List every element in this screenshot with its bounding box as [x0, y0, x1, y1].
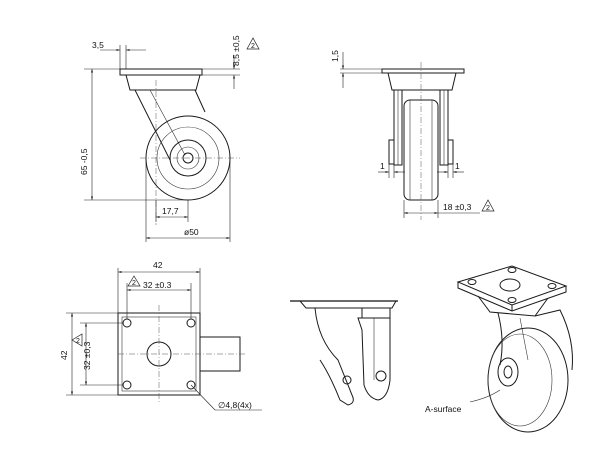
- fork-detail-view: [290, 300, 398, 406]
- isometric-view: A-surface: [425, 265, 573, 433]
- mount-plate-front: [381, 68, 465, 74]
- dim-swivel-offset: 17,7: [162, 206, 179, 216]
- revision-number: 2: [486, 205, 490, 212]
- plate-view: 42 2 32 ±0.3 42 32 ±0,3 2 ∅4,8(4x): [59, 260, 262, 411]
- revision-triangle: [246, 37, 260, 50]
- iso-hub: [497, 357, 519, 387]
- dim-hole-diameter: ∅4,8(4x): [218, 400, 252, 410]
- revision-triangle: [71, 333, 83, 347]
- iso-mount-plate: [456, 265, 568, 306]
- revision-number: 2: [251, 43, 255, 50]
- side-view: 3,5 8,5 ±0,5 2 65 -0,5 17,7 ø50: [79, 35, 260, 242]
- dim-plate-width: 42: [153, 260, 163, 270]
- dim-left-clearance: 1: [380, 161, 385, 171]
- dim-hole-spacing-w: 32 ±0.3: [143, 280, 172, 290]
- axle-hole: [375, 370, 387, 382]
- revision-triangle: [127, 275, 141, 287]
- revision-number: 2: [76, 338, 80, 345]
- revision-triangle: [481, 199, 495, 212]
- mount-hole: [122, 380, 132, 390]
- revision-number: 2: [132, 280, 136, 287]
- front-view: 1,5 1 1 18 ±0,3 2: [330, 50, 495, 220]
- label-a-surface: A-surface: [425, 404, 462, 414]
- swivel-housing: [125, 74, 201, 91]
- mount-plate-side: [119, 68, 203, 76]
- fork-plate-left: [314, 307, 354, 406]
- dim-right-clearance: 1: [455, 161, 460, 171]
- dim-plate-top: 1,5: [330, 50, 340, 62]
- mount-hole: [186, 318, 196, 328]
- fork-plate-right: [357, 317, 391, 401]
- dim-top-offset: 3,5: [92, 40, 104, 50]
- dim-hole-spacing-h: 32 ±0,3: [82, 341, 92, 370]
- axle-hole: [342, 375, 352, 385]
- dim-overall-height: 65 -0,5: [79, 148, 89, 175]
- dim-wheel-width: 18 ±0,3: [443, 202, 472, 212]
- dim-plate-thickness: 8,5 ±0,5: [231, 35, 241, 66]
- mount-hole: [122, 318, 132, 328]
- dim-plate-height: 42: [59, 350, 69, 360]
- dim-wheel-diameter: ø50: [184, 227, 199, 237]
- mount-hole: [186, 380, 196, 390]
